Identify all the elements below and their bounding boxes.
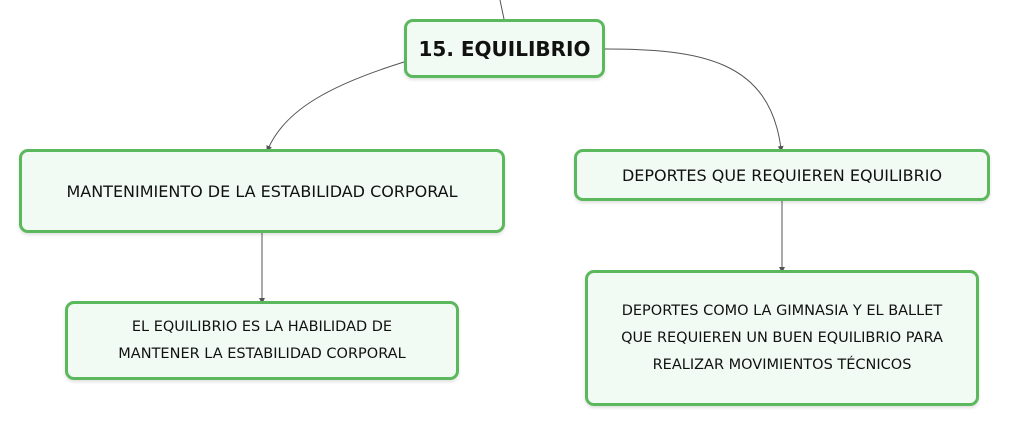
connector-parent-to-root [499,0,505,20]
root-node-label: 15. EQUILIBRIO [418,36,591,61]
node-estabilidad-corporal[interactable]: MANTENIMIENTO DE LA ESTABILIDAD CORPORAL [19,149,505,233]
node-ejemplos-line-1: DEPORTES COMO LA GIMNASIA Y EL BALLET [621,302,943,319]
node-ejemplos-line-3: REALIZAR MOVIMIENTOS TÉCNICOS [652,356,912,373]
connector-root-to-left-branch [266,61,405,152]
node-definicion-equilibrio[interactable]: EL EQUILIBRIO ES LA HABILIDAD DE MANTENE… [65,301,459,380]
node-definicion-line-1: EL EQUILIBRIO ES LA HABILIDAD DE [131,318,393,335]
node-deportes-equilibrio-label: DEPORTES QUE REQUIEREN EQUILIBRIO [621,165,943,185]
node-estabilidad-corporal-label: MANTENIMIENTO DE LA ESTABILIDAD CORPORAL [66,181,458,201]
node-deportes-equilibrio[interactable]: DEPORTES QUE REQUIEREN EQUILIBRIO [574,149,990,201]
connector-root-to-right-branch [604,48,784,152]
node-ejemplos-deportes[interactable]: DEPORTES COMO LA GIMNASIA Y EL BALLET QU… [585,270,979,406]
node-definicion-line-2: MANTENER LA ESTABILIDAD CORPORAL [118,345,406,362]
node-ejemplos-line-2: QUE REQUIEREN UN BUEN EQUILIBRIO PARA [621,329,943,346]
root-node[interactable]: 15. EQUILIBRIO [404,19,605,78]
